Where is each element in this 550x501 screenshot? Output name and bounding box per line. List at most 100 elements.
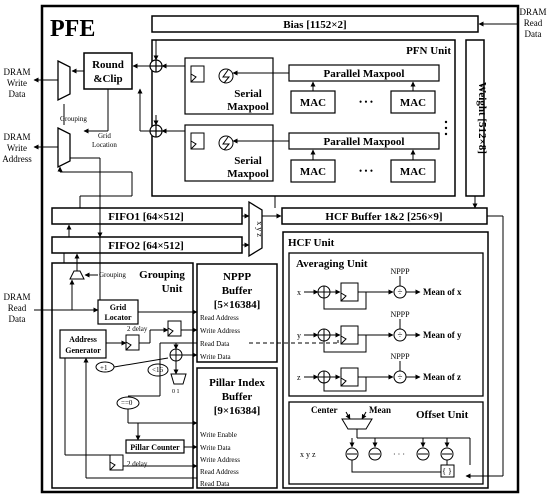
dram-read-left-label: DRAM Read Data <box>3 292 30 324</box>
grouping-unit-label-2: Unit <box>162 283 183 295</box>
two-delay-label-bottom: 2 delay <box>127 460 148 468</box>
pfe-outer-box <box>40 4 520 494</box>
mux-sel-label: 0 1 <box>172 389 180 395</box>
hcf-unit-block <box>282 231 489 489</box>
grouping-unit-label-1: Grouping <box>139 269 185 281</box>
nppp-buffer-label-2: Buffer <box>222 285 253 297</box>
pillar-index-buffer-block <box>196 367 278 489</box>
svg-text:MAC: MAC <box>400 97 426 109</box>
pfn-row-1: Serial Maxpool Parallel Maxpool MAC • • … <box>184 57 440 115</box>
grid-locator-label-2: Locator <box>104 313 132 322</box>
write-data-mux <box>57 59 71 102</box>
adder-mid <box>149 124 163 138</box>
svg-text:Data: Data <box>9 89 26 99</box>
svg-text:MAC: MAC <box>300 97 326 109</box>
averaging-unit-label: Averaging Unit <box>296 258 368 270</box>
center-label: Center <box>311 405 338 415</box>
svg-text:Read Data: Read Data <box>200 480 230 488</box>
svg-text:MAC: MAC <box>300 166 326 178</box>
svg-text:z: z <box>297 373 301 382</box>
svg-text:Data: Data <box>9 314 26 324</box>
round-clip-label-2: &Clip <box>93 73 122 85</box>
weight-label: Weight [512×8] <box>476 82 488 154</box>
mean-label: Mean <box>369 405 391 415</box>
svg-text:÷: ÷ <box>398 330 403 340</box>
svg-text:Serial: Serial <box>234 155 262 167</box>
svg-text:NPPP: NPPP <box>390 310 410 319</box>
fifo1-label: FIFO1 [64×512] <box>108 211 184 223</box>
svg-text:Write Address: Write Address <box>200 327 240 335</box>
pillar-index-buffer-label-1: Pillar Index <box>209 377 265 389</box>
svg-text:Write Address: Write Address <box>200 456 240 464</box>
svg-text:y: y <box>297 331 301 340</box>
svg-text:Parallel Maxpool: Parallel Maxpool <box>324 68 405 80</box>
pfe-title: PFE <box>50 16 95 42</box>
address-generator-label-2: Generator <box>65 346 101 355</box>
svg-text:Read Address: Read Address <box>200 314 239 322</box>
xyz-mux <box>248 200 263 258</box>
svg-text:Read Address: Read Address <box>200 468 239 476</box>
pfn-unit-label: PFN Unit <box>406 45 451 57</box>
svg-text:DRAM: DRAM <box>3 67 30 77</box>
fifo2-label: FIFO2 [64×512] <box>108 240 184 252</box>
svg-text:Address: Address <box>2 154 32 164</box>
offset-unit-block <box>288 401 484 485</box>
grid-locator-label-1: Grid <box>110 303 127 312</box>
avg-row-z: z NPPP ÷ Mean of z <box>297 352 461 392</box>
svg-text:Write Data: Write Data <box>200 444 232 452</box>
svg-text:÷: ÷ <box>398 372 403 382</box>
pillar-counter-label: Pillar Counter <box>130 443 180 452</box>
svg-text:Mean of x: Mean of x <box>423 287 462 297</box>
svg-text:DRAM: DRAM <box>519 7 546 17</box>
svg-text:• • •: • • • <box>359 166 373 176</box>
address-generator-label-1: Address <box>69 335 97 344</box>
offset-subtractors <box>345 447 454 461</box>
svg-text:DRAM: DRAM <box>3 292 30 302</box>
svg-text:DRAM: DRAM <box>3 132 30 142</box>
eq0-label: ==0 <box>121 399 133 407</box>
grouping-small-label: Grouping <box>99 271 126 279</box>
svg-text:Read: Read <box>524 18 543 28</box>
svg-text:Read Data: Read Data <box>200 340 230 348</box>
nppp-buffer-block <box>196 263 278 363</box>
svg-text:Data: Data <box>525 29 542 39</box>
avg-row-y: y NPPP ÷ Mean of y <box>297 310 462 353</box>
averaging-unit-block <box>288 252 484 397</box>
grouping-small-mux <box>69 270 85 280</box>
offset-dots: · · · <box>393 450 405 459</box>
svg-text:Write Data: Write Data <box>200 353 232 361</box>
dram-write-data-label: DRAM Write Data <box>3 67 30 99</box>
svg-text:Write: Write <box>7 143 27 153</box>
nppp-buffer-label-3: [5×16384] <box>214 299 261 311</box>
nppp-buffer-label-1: NPPP <box>223 271 251 283</box>
svg-text:x: x <box>297 288 301 297</box>
avg-row-x: x NPPP ÷ Mean of x <box>297 267 462 310</box>
dram-write-address-label: DRAM Write Address <box>2 132 32 164</box>
svg-text:÷: ÷ <box>398 287 403 297</box>
grid-location-label-1: Grid <box>98 132 111 140</box>
adder-top <box>149 59 163 73</box>
svg-text:NPPP: NPPP <box>390 267 410 276</box>
address-generator-block <box>59 329 107 359</box>
pfn-vertical-dots <box>444 120 448 136</box>
dram-read-top-label: DRAM Read Data <box>519 7 546 39</box>
offset-mux <box>341 418 373 430</box>
two-delay-label-top: 2 delay <box>127 325 148 333</box>
svg-text:Mean of y: Mean of y <box>423 330 462 340</box>
svg-text:Mean of z: Mean of z <box>423 372 461 382</box>
write-address-mux <box>57 126 71 169</box>
lt16-mux <box>170 373 187 385</box>
svg-text:Maxpool: Maxpool <box>227 101 269 113</box>
bias-block <box>151 15 479 33</box>
pib-ports: Write Enable Write Data Write Address Re… <box>200 431 240 488</box>
svg-text:{ }: { } <box>442 467 452 476</box>
svg-text:MAC: MAC <box>400 166 426 178</box>
offset-concat <box>440 464 455 478</box>
grouping-unit-block <box>51 262 194 489</box>
svg-text:Write: Write <box>7 78 27 88</box>
nppp-ports: Read Address Write Address Read Data Wri… <box>200 314 240 361</box>
svg-text:NPPP: NPPP <box>390 352 410 361</box>
pfn-unit-block <box>151 39 456 197</box>
